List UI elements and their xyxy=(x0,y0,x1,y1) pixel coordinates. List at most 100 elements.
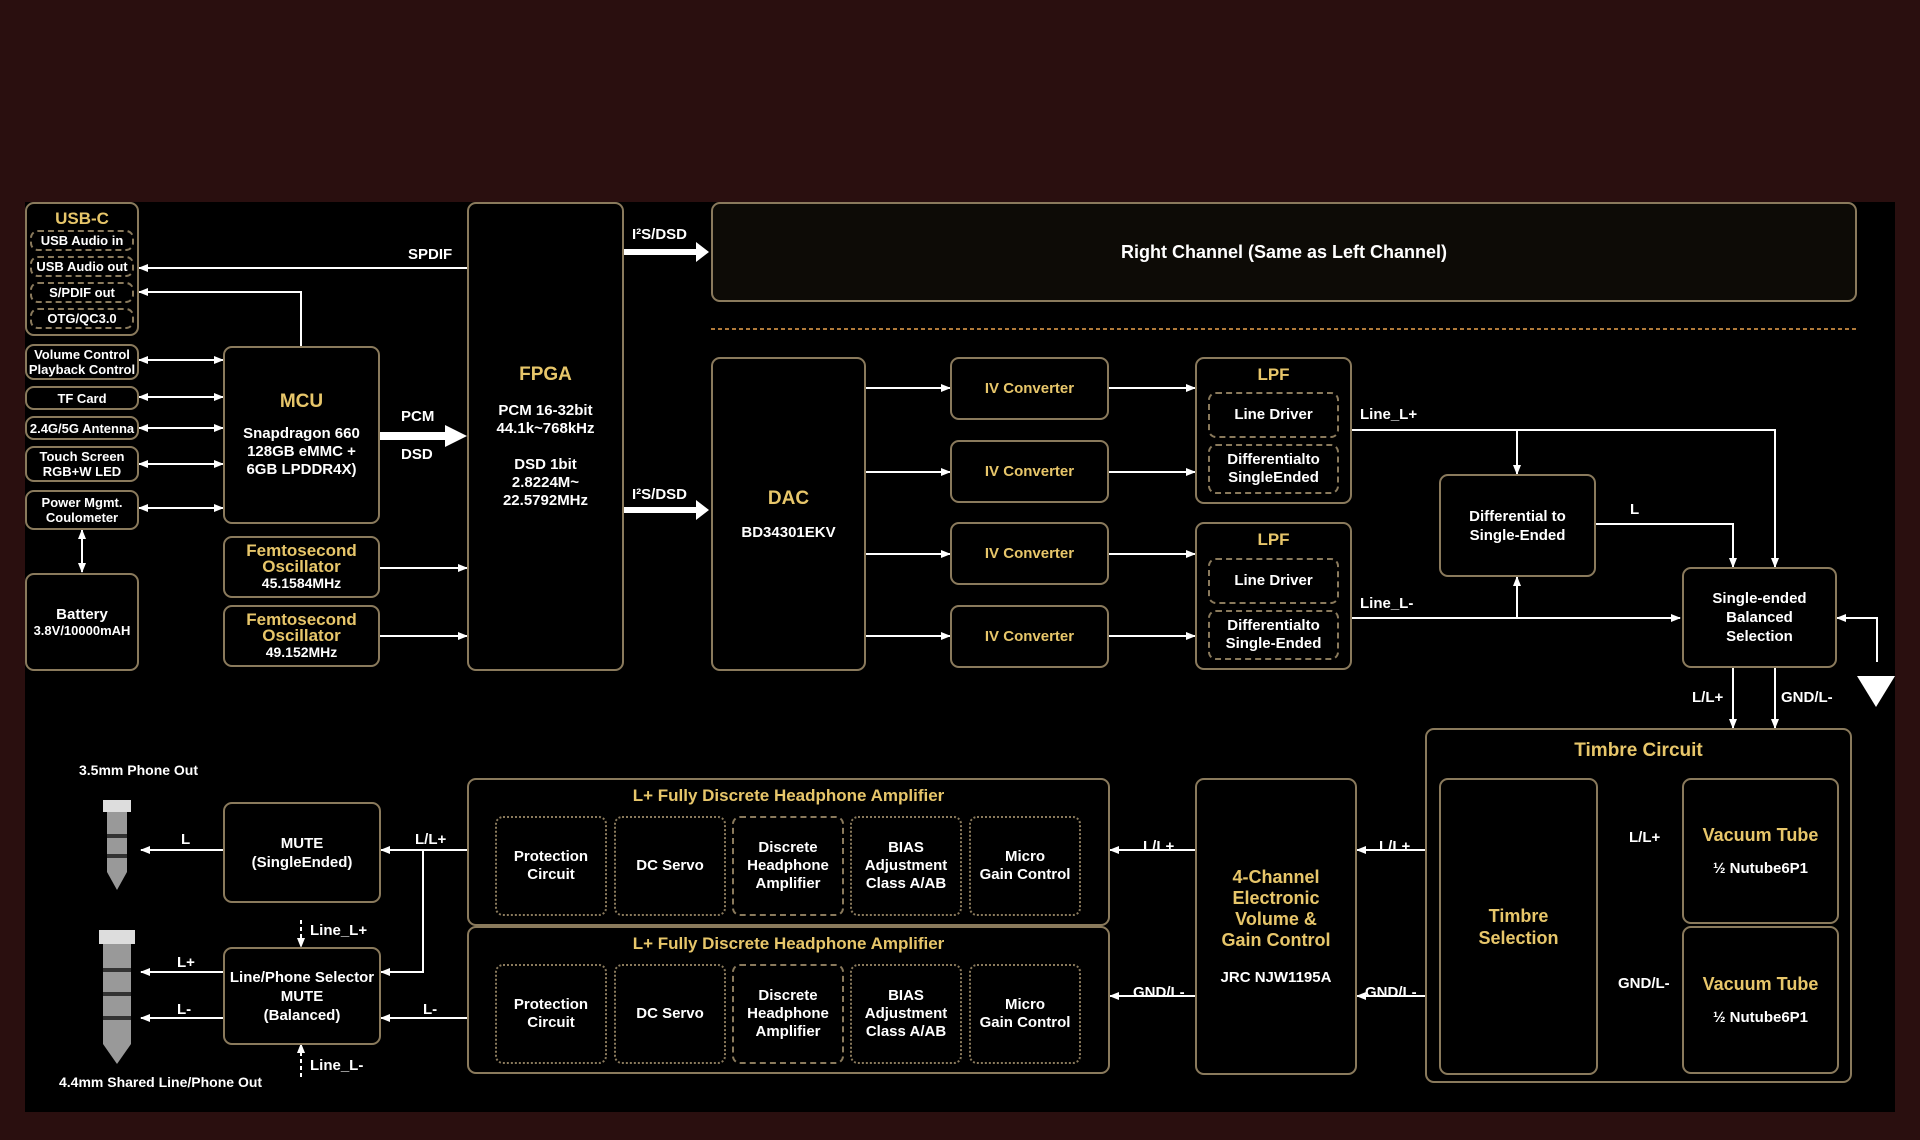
iv-converter-3: IV Converter xyxy=(950,522,1109,585)
jack-44-icon xyxy=(99,930,135,1064)
label-l: L xyxy=(1630,501,1640,518)
lpf-2-diff: Differentialto Single-Ended xyxy=(1208,610,1339,660)
label-l-minus-jack: L- xyxy=(177,1001,192,1018)
iv-converter-4: IV Converter xyxy=(950,605,1109,668)
label-gnd-vol: GND/L- xyxy=(1133,984,1185,1001)
jack-35-label: 3.5mm Phone Out xyxy=(79,762,199,778)
amp-bottom-title: L+ Fully Discrete Headphone Amplifier xyxy=(632,934,945,953)
volume-control-block: Volume Control Playback Control xyxy=(25,344,139,380)
amp-bottom-protection: Protection Circuit xyxy=(495,964,607,1064)
se-balanced-selection-block: Single-ended Balanced Selection xyxy=(1682,567,1837,668)
volume-gain-control-block: 4-Channel Electronic Volume & Gain Contr… xyxy=(1195,778,1357,1075)
diff-to-se-block: Differential to Single-Ended xyxy=(1439,474,1596,577)
amplifier-top-block: L+ Fully Discrete Headphone Amplifier xyxy=(467,778,1110,926)
fpga-block: FPGA PCM 16-32bit 44.1k~768kHz DSD 1bit … xyxy=(467,202,624,671)
label-dsd: DSD xyxy=(401,446,433,463)
label-gnd-tube: GND/L- xyxy=(1618,975,1670,992)
lpf-1-line-driver: Line Driver xyxy=(1208,392,1339,438)
lpf-1-block: LPF xyxy=(1195,357,1352,504)
amp-bottom-micro-gain: Micro Gain Control xyxy=(969,964,1081,1064)
amp-top-dc-servo: DC Servo xyxy=(614,816,726,916)
lpf-2-line-driver: Line Driver xyxy=(1208,558,1339,604)
volume-gain-title: 4-Channel Electronic Volume & Gain Contr… xyxy=(1221,867,1331,950)
amp-top-protection: Protection Circuit xyxy=(495,816,607,916)
label-i2s-top: I²S/DSD xyxy=(632,226,688,243)
label-l-plus-jack: L+ xyxy=(177,954,195,971)
label-line-l-plus-sel: Line_L+ xyxy=(310,922,368,939)
usb-audio-out: USB Audio out xyxy=(30,256,134,277)
timbre-circuit-title: Timbre Circuit xyxy=(1574,740,1703,761)
usb-audio-in: USB Audio in xyxy=(30,230,134,251)
right-channel-block: Right Channel (Same as Left Channel) xyxy=(711,202,1857,302)
timbre-selection-label: Timbre Selection xyxy=(1478,905,1559,948)
iv-converter-2: IV Converter xyxy=(950,440,1109,503)
mcu-spec: Snapdragon 660 128GB eMMC + 6GB LPDDR4X) xyxy=(243,425,360,478)
osc1-title: Femtosecond Oscillator xyxy=(246,541,357,576)
spdif-out: S/PDIF out xyxy=(30,282,134,303)
usb-c-title: USB-C xyxy=(55,209,109,228)
label-line-l-plus: Line_L+ xyxy=(1360,406,1418,423)
fpga-title: FPGA xyxy=(519,363,572,385)
volume-gain-chip: JRC NJW1195A xyxy=(1220,969,1332,986)
mcu-block: MCU Snapdragon 660 128GB eMMC + 6GB LPDD… xyxy=(223,346,380,524)
power-mgmt-block: Power Mgmt. Coulometer xyxy=(25,490,139,530)
tf-card-block: TF Card xyxy=(25,386,139,410)
label-line-l-minus: Line_L- xyxy=(1360,595,1414,612)
timbre-selection-block: Timbre Selection xyxy=(1439,778,1598,1075)
label-l-minus-sel: L- xyxy=(423,1001,438,1018)
vacuum-tube-2: Vacuum Tube ½ Nutube6P1 xyxy=(1682,926,1839,1074)
lpf-1-diff: Differentialto SingleEnded xyxy=(1208,444,1339,494)
label-line-l-minus-sel: Line_L- xyxy=(310,1057,364,1074)
label-spdif: SPDIF xyxy=(408,246,453,263)
label-ll-plus-amp: L/L+ xyxy=(415,831,447,848)
label-pcm: PCM xyxy=(401,408,435,425)
lpf-2-title: LPF xyxy=(1257,530,1290,549)
oscillator-1: Femtosecond Oscillator 45.1584MHz xyxy=(223,536,380,598)
tube-2-title: Vacuum Tube xyxy=(1702,974,1819,994)
vacuum-tube-1: Vacuum Tube ½ Nutube6P1 xyxy=(1682,778,1839,924)
lpf-1-title: LPF xyxy=(1257,365,1290,384)
label-ll-plus-vol: L/L+ xyxy=(1143,838,1175,855)
amp-bottom-bias: BIAS Adjustment Class A/AB xyxy=(850,964,962,1064)
label-ll-plus: L/L+ xyxy=(1692,689,1724,706)
oscillator-2: Femtosecond Oscillator 49.152MHz xyxy=(223,605,380,667)
osc2-freq: 49.152MHz xyxy=(265,644,338,660)
amp-top-bias: BIAS Adjustment Class A/AB xyxy=(850,816,962,916)
battery-block: Battery 3.8V/10000mAH xyxy=(25,573,139,671)
otg-qc: OTG/QC3.0 xyxy=(30,308,134,329)
tube-1-spec: ½ Nutube6P1 xyxy=(1712,860,1809,877)
battery-title: Battery xyxy=(56,606,108,623)
label-ll-plus-tube: L/L+ xyxy=(1629,829,1661,846)
mcu-title: MCU xyxy=(279,391,324,412)
amplifier-bottom-block: L+ Fully Discrete Headphone Amplifier xyxy=(467,926,1110,1074)
label-gnd-timbre: GND/L- xyxy=(1365,984,1417,1001)
jack-44-label: 4.4mm Shared Line/Phone Out xyxy=(59,1074,263,1090)
tube-2-spec: ½ Nutube6P1 xyxy=(1712,1009,1809,1026)
mute-single-ended-block: MUTE (SingleEnded) xyxy=(223,802,381,903)
amp-top-title: L+ Fully Discrete Headphone Amplifier xyxy=(632,786,945,805)
dac-title: DAC xyxy=(767,487,810,509)
battery-spec: 3.8V/10000mAH xyxy=(33,623,131,638)
amp-bottom-discrete: Discrete Headphone Amplifier xyxy=(732,964,844,1064)
dac-chip: BD34301EKV xyxy=(741,523,836,541)
dac-block: DAC BD34301EKV xyxy=(711,357,866,671)
lpf-2-block: LPF xyxy=(1195,522,1352,670)
tube-1-title: Vacuum Tube xyxy=(1702,825,1819,845)
antenna-block: 2.4G/5G Antenna xyxy=(25,416,139,440)
block-diagram: USB-C USB Audio in USB Audio out S/PDIF … xyxy=(25,202,1895,1112)
label-l-mute: L xyxy=(181,831,191,848)
usb-c-block: USB-C xyxy=(25,202,139,336)
right-channel-label: Right Channel (Same as Left Channel) xyxy=(1120,241,1448,262)
line-phone-selector-block: Line/Phone Selector MUTE (Balanced) xyxy=(223,947,381,1045)
label-ll-plus-timbre: L/L+ xyxy=(1379,838,1411,855)
label-gnd-l-minus: GND/L- xyxy=(1781,689,1833,706)
jack-35-icon xyxy=(103,800,131,890)
amp-top-micro-gain: Micro Gain Control xyxy=(969,816,1081,916)
iv-converter-1: IV Converter xyxy=(950,357,1109,420)
osc1-freq: 45.1584MHz xyxy=(261,575,342,591)
touch-screen-block: Touch Screen RGB+W LED xyxy=(25,446,139,482)
fpga-spec: PCM 16-32bit 44.1k~768kHz DSD 1bit 2.822… xyxy=(496,401,595,509)
label-i2s-mid: I²S/DSD xyxy=(632,486,688,503)
amp-bottom-dc-servo: DC Servo xyxy=(614,964,726,1064)
osc2-title: Femtosecond Oscillator xyxy=(246,610,357,645)
